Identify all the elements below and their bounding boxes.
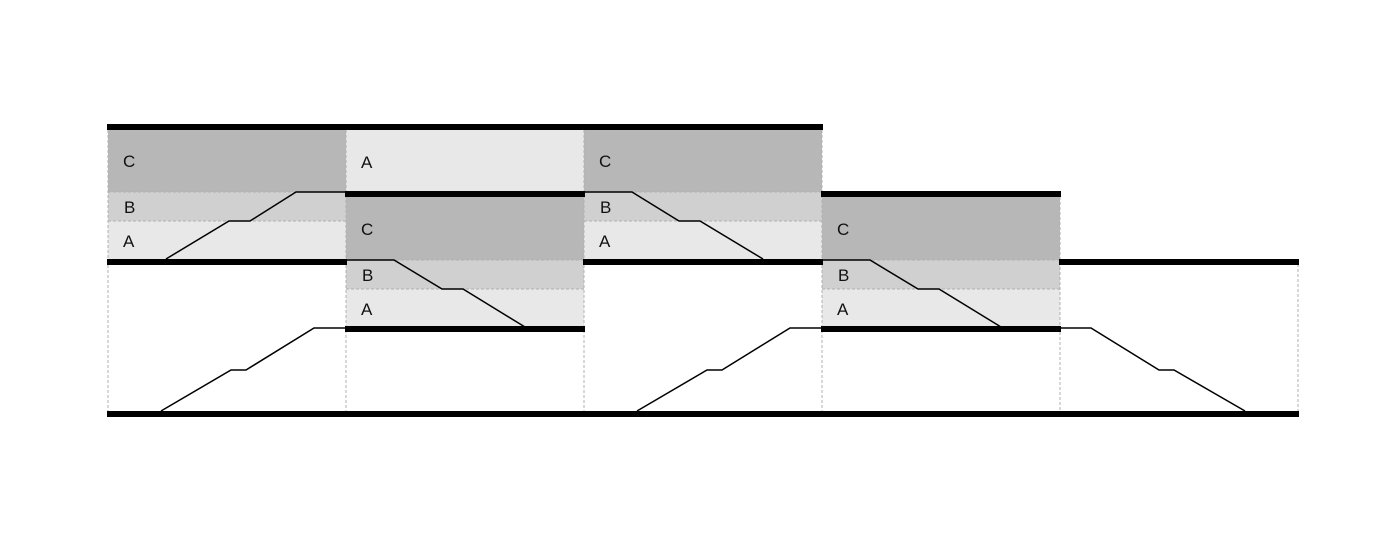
- ground-line: [107, 411, 1299, 417]
- band-label: C: [599, 152, 611, 171]
- slope-profiles: [160, 191, 1246, 412]
- floor-line: [821, 326, 1061, 332]
- band-a: [108, 221, 346, 261]
- stair-up-profile: [636, 327, 822, 412]
- stair-up-profile: [165, 191, 346, 260]
- band-label: B: [124, 198, 135, 217]
- band-label: A: [361, 153, 373, 172]
- band-dividers: [107, 130, 1299, 412]
- roof-line: [107, 124, 823, 130]
- stair-down-profile: [822, 259, 1002, 328]
- band-b: [584, 192, 822, 221]
- band-label: A: [361, 300, 373, 319]
- floor-line: [821, 191, 1061, 197]
- stair-up-profile: [160, 327, 346, 412]
- band-b: [346, 260, 584, 289]
- band-labels: C B A A C B A C B A C B A: [123, 152, 849, 319]
- band-c: [822, 197, 1060, 260]
- floor-line: [345, 326, 585, 332]
- band-a: [584, 221, 822, 261]
- band-a: [346, 130, 584, 192]
- band-label: B: [600, 198, 611, 217]
- stair-down-profile: [346, 259, 526, 328]
- floor-lines: [107, 124, 1299, 417]
- stair-down-profile: [584, 191, 764, 260]
- stair-down-profile: [1060, 327, 1246, 412]
- band-label: C: [361, 220, 373, 239]
- band-c: [584, 130, 822, 192]
- layer-bands: [108, 130, 1060, 327]
- band-b: [822, 260, 1060, 289]
- band-c: [346, 197, 584, 260]
- floor-line: [107, 259, 347, 265]
- band-label: A: [837, 300, 849, 319]
- band-a: [822, 289, 1060, 327]
- band-label: C: [837, 220, 849, 239]
- band-c: [108, 130, 346, 192]
- band-a: [346, 289, 584, 327]
- band-label: B: [362, 266, 373, 285]
- floor-line: [1059, 259, 1299, 265]
- band-label: A: [599, 232, 611, 251]
- floor-line: [345, 191, 585, 197]
- band-label: A: [123, 232, 135, 251]
- band-label: C: [123, 152, 135, 171]
- floor-line: [583, 259, 823, 265]
- band-label: B: [838, 266, 849, 285]
- band-b: [108, 192, 346, 221]
